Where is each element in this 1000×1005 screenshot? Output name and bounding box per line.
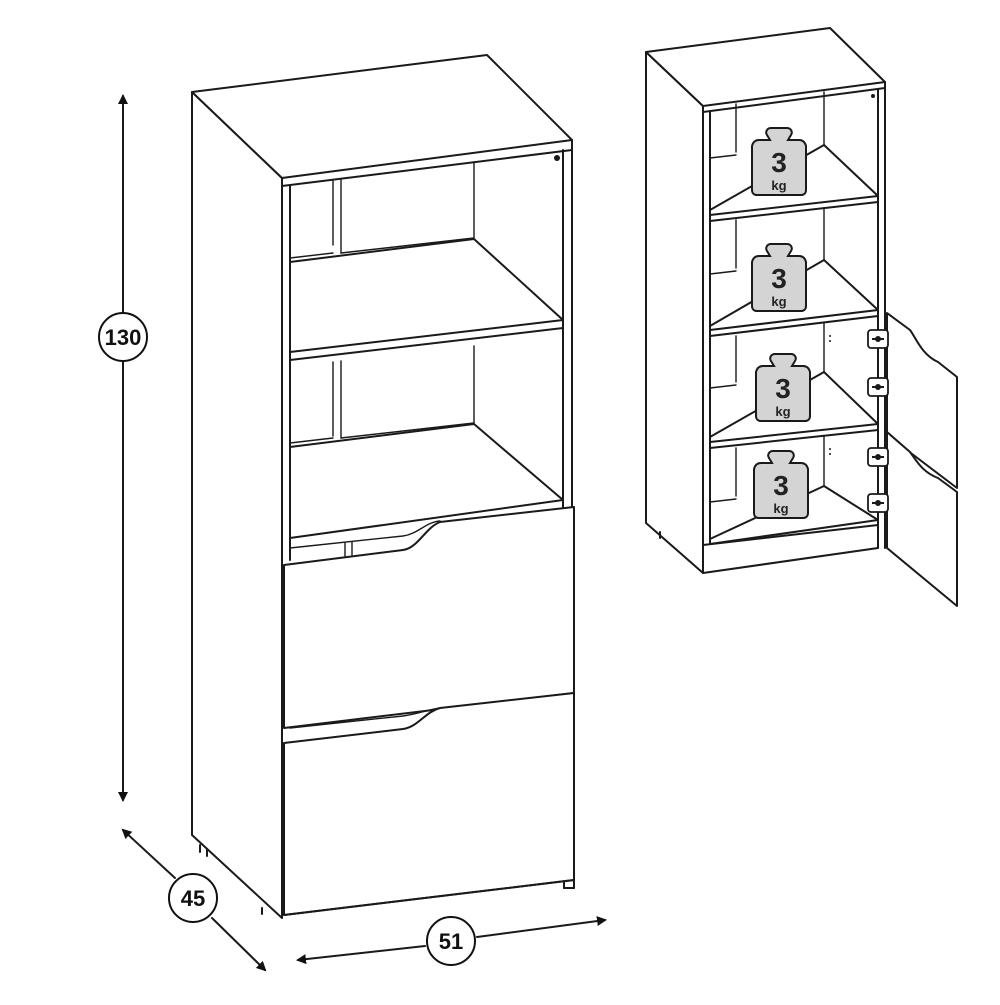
weight-unit: kg [771,294,786,309]
dimension-depth: 45 [121,828,267,972]
weight-icon: 3 kg [755,353,811,422]
weight-unit: kg [771,178,786,193]
lower-open-door [886,431,958,607]
width-arrow-right-icon [476,916,607,938]
depth-arrow-down-icon [211,917,267,972]
upper-drawer-front [283,506,575,729]
dimension-height: 130 [98,94,148,802]
weight-value: 3 [775,373,791,404]
hinge-icon [867,329,889,349]
weight-icon: 3 kg [753,450,809,519]
weight-icon: 3 kg [751,127,807,196]
lower-drawer-front [283,692,575,916]
dimension-width: 51 [296,916,607,966]
weight-unit: kg [773,501,788,516]
width-arrow-icon [296,945,426,965]
depth-label: 45 [181,886,205,911]
small-cabinet: 3 kg 3 kg 3 kg 3 kg [645,27,958,607]
hinge-icon [867,377,889,397]
cam-lock-dot [554,155,560,161]
cabinet-side-panel [191,91,283,919]
small-cabinet-side-panel [645,51,704,574]
weight-value: 3 [773,470,789,501]
main-cabinet [191,54,575,919]
height-label: 130 [105,325,142,350]
weight-value: 3 [771,263,787,294]
weight-icon: 3 kg [751,243,807,312]
upper-open-door [886,312,958,489]
hinge-icon [867,493,889,513]
hinge-icon [867,447,889,467]
weight-unit: kg [775,404,790,419]
small-cabinet-plinth [702,524,879,574]
width-label: 51 [439,929,463,954]
weight-value: 3 [771,147,787,178]
lower-shelf [289,423,564,539]
upper-shelf [289,238,564,353]
depth-arrow-icon [121,828,176,879]
